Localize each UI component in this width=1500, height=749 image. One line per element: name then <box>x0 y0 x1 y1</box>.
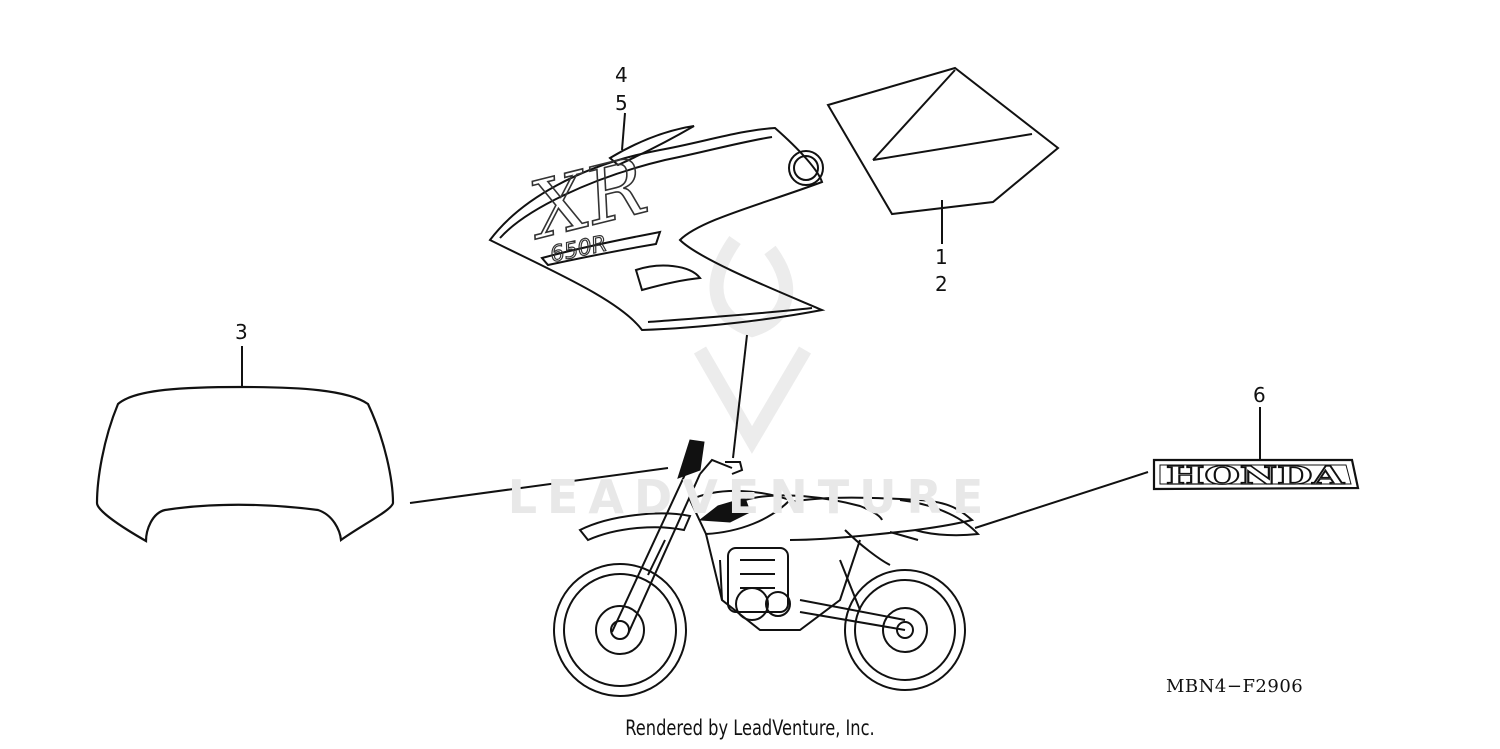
callout-2: 2 <box>935 272 948 296</box>
footer-credit: Rendered by LeadVenture, Inc. <box>625 716 875 740</box>
emblem-text: HONDA <box>1166 461 1345 490</box>
motorcycle-shroud-graphics <box>677 439 751 523</box>
shroud-decal[interactable] <box>488 125 826 332</box>
watermark-text: LEADVENTURE <box>507 470 994 524</box>
callout-4: 4 <box>615 63 628 87</box>
leader-lines <box>241 112 1261 529</box>
number-plate-decal[interactable] <box>95 385 395 543</box>
watermark-logo <box>693 235 812 454</box>
diagram-code: MBN4−F2906 <box>1166 676 1304 697</box>
callout-3: 3 <box>235 320 248 344</box>
callout-5: 5 <box>615 91 628 115</box>
motorcycle-illustration <box>553 458 981 697</box>
honda-emblem[interactable] <box>1152 458 1360 491</box>
side-cover-decal[interactable] <box>826 66 1060 216</box>
callout-1: 1 <box>935 245 948 269</box>
callout-6: 6 <box>1253 383 1266 407</box>
